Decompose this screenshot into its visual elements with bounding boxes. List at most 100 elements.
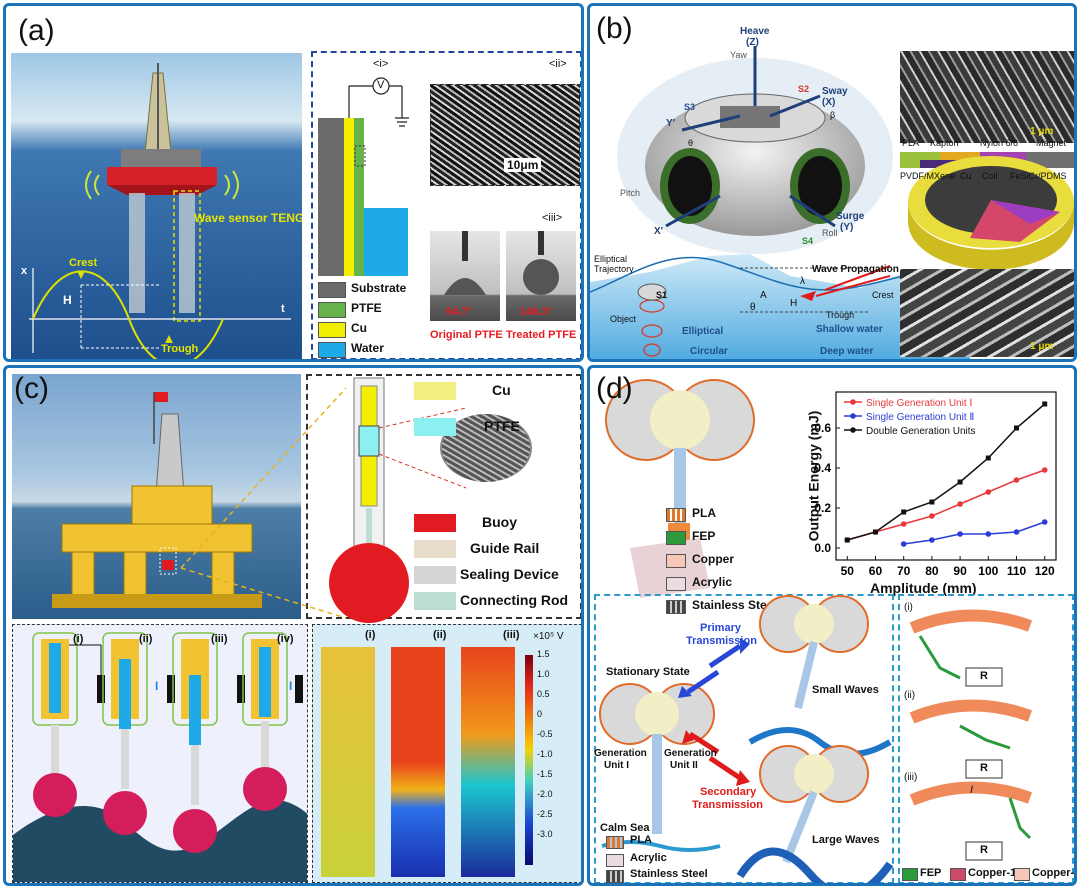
sem-scale-label: 10μm [504,158,542,172]
sway-label: Sway [822,86,848,97]
chart-x-label: Amplitude (mm) [870,580,977,596]
elliptical-label: Elliptical [682,326,724,337]
legend2-pla: PLA [630,834,652,846]
caption-original-ptfe: Original PTFE [430,329,503,341]
legend-sealing-device-label: Sealing Device [460,566,559,582]
series-line-0 [847,469,1045,541]
wave-crest-label: Crest [872,290,894,300]
sim-iii-label: (iii) [503,629,520,641]
wave-theta-label: θ [750,302,756,313]
x-tick-label-5: 100 [978,564,998,578]
y-tick-label-2: 0.4 [814,461,831,475]
resistor-label-iii: R [980,844,988,856]
resistor-label-i: R [980,670,988,682]
caption-treated-ptfe: Treated PTFE [506,329,577,341]
y-tick-label-3: 0.6 [814,421,831,435]
cbar-tick-0: 1.5 [537,649,550,659]
platform-photo-graphic [52,392,262,608]
x-tick-label-7: 120 [1035,564,1055,578]
pla-swatch-2 [606,836,624,849]
generator-graphic [605,379,755,598]
cbar-tick-9: -3.0 [537,829,553,839]
series-2-point-6 [1014,425,1020,431]
legend-label-1: Single Generation Unit Ⅱ [866,412,974,423]
legend-connecting-rod-label: Connecting Rod [460,592,569,608]
schematic-box [311,51,581,359]
material-kapton: Kapton [930,138,959,148]
ptfe-texture-image [442,414,530,482]
sensor-s2: S2 [798,84,810,94]
cbar-tick-7: -2.0 [537,789,553,799]
buoy-legend-swatch [414,514,456,532]
legend-water: Water [351,341,384,355]
roll-label: Roll [822,228,838,238]
cbar-tick-8: -2.5 [537,809,553,819]
wave-sensor-graphic [590,46,1074,359]
colorbar-unit: ×10⁵ V [533,631,564,642]
legend-fep: FEP [692,529,716,543]
series-2-point-2 [901,509,907,515]
original-ptfe-droplet [430,231,500,321]
series-1-point-5 [985,531,992,537]
bottom-legend-copper-2: Copper-2 [1032,867,1077,879]
y-tick-label-1: 0.2 [814,501,831,515]
series-1-point-7 [1041,519,1048,525]
legend-ptfe: PTFE [351,301,382,315]
legend2-acrylic: Acrylic [630,852,667,864]
yprime-label: Y' [666,118,676,129]
cbar-tick-1: 1.0 [537,669,550,679]
acrylic-swatch-2 [606,854,624,867]
voltmeter-label: V [377,79,385,91]
sub-label-i: <i> [373,58,389,70]
guide-rail-legend-swatch [414,540,456,558]
sim-i-label: (i) [365,629,376,641]
legend2-stainless-steel: Stainless Steel [630,868,708,880]
theta-label: θ [688,138,694,148]
cu-swatch [318,322,346,338]
secondary-label: Secondary [700,786,757,798]
series-2-point-4 [957,479,963,485]
series-0-point-6 [1013,477,1020,483]
substate-box [898,594,1074,883]
potential-simulation: (i) (ii) (iii) ×10⁵ V 1.5 1.0 0.5 0 -0.5… [312,624,581,883]
height-label: H [790,298,798,309]
series-2-point-0 [844,537,850,543]
angle-treated: 146.3° [520,306,552,318]
series-1-point-3 [929,537,935,543]
cbar-tick-5: -1.0 [537,749,553,759]
yaw-label: Yaw [730,50,747,60]
h-label: H [63,293,72,307]
secondary-transmission-label: Transmission [692,799,763,811]
legend-marker-1 [850,413,856,419]
current-label-ii: I [155,679,159,693]
bottom-legend-fep: FEP [920,867,942,879]
beta-label: β [830,110,836,120]
legend-guide-rail-label: Guide Rail [470,540,540,556]
panel-c-label: (c) [14,372,49,405]
stainless-swatch-2 [606,870,624,883]
sensor-s4: S4 [802,236,814,246]
platform-photo [12,374,301,619]
panel-b-label: (b) [596,12,633,45]
x-tick-label-4: 90 [953,564,967,578]
sem-scale-top: 1 μm [1030,126,1054,137]
sem-fibers-top [900,51,1074,143]
primary-label: Primary [700,622,741,634]
cbar-tick-2: 0.5 [537,689,550,699]
circular-label: Circular [690,346,728,357]
droplet-2 [523,231,559,295]
series-0-point-5 [985,489,992,495]
material-fesicr-pdms: FeSiCr/PDMS [1010,171,1067,181]
cbar-tick-3: 0 [537,709,543,719]
series-1-point-4 [957,531,963,537]
transmission-graphic [599,595,1033,883]
fep-bottom-swatch [902,868,918,881]
sway-axis-label: (X) [822,97,836,108]
current-label-iv: I [289,679,293,693]
sealing-device-legend-swatch [414,566,456,584]
cbar-tick-4: -0.5 [537,729,553,739]
small-waves-label: Small Waves [812,684,879,696]
wave-trough-label: Trough [826,310,855,320]
material-coil: Coil [982,171,998,181]
